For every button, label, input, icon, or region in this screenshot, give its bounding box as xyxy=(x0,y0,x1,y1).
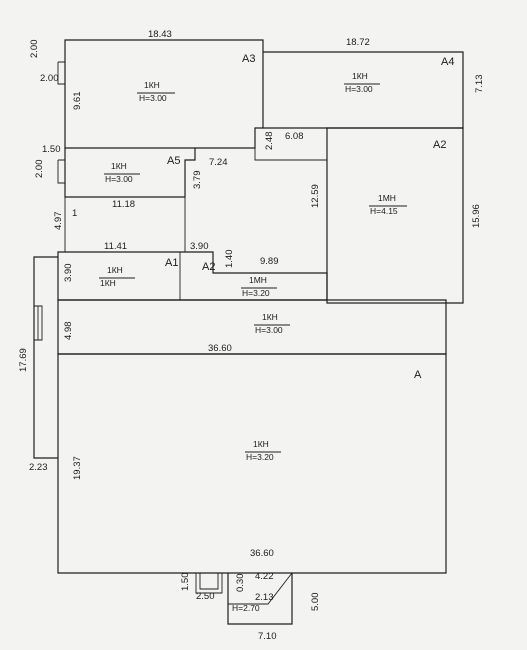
left-annex-outline xyxy=(33,256,58,459)
block-a2-right-outline xyxy=(326,127,464,304)
dim-porch-step-v: 1.50 xyxy=(180,573,191,592)
dim-mid-v: 12.59 xyxy=(310,184,321,208)
step-a5 xyxy=(57,159,65,184)
block-a1-label: A1 xyxy=(165,257,178,269)
svg-text:1КН: 1КН xyxy=(262,312,278,322)
dim-a2r-side: 15.96 xyxy=(471,204,482,228)
dim-porch-b: 4.22 xyxy=(255,571,274,582)
svg-text:1КН: 1КН xyxy=(107,265,123,275)
dim-left-total: 17.69 xyxy=(18,348,29,372)
dim-step2-w: 1.50 xyxy=(42,144,61,155)
dim-a3-gap: 6.08 xyxy=(285,131,304,142)
dim-porch-side: 5.00 xyxy=(310,593,321,612)
svg-text:1КН: 1КН xyxy=(100,278,116,288)
dim-a5-bottom: 11.18 xyxy=(112,199,135,210)
dim-a4-top: 18.72 xyxy=(346,37,370,48)
dim-mid-side: 4.98 xyxy=(63,322,74,341)
dim-a4-side: 7.13 xyxy=(474,75,485,94)
dim-step1-w: 2.00 xyxy=(40,73,59,84)
svg-text:H=3.00: H=3.00 xyxy=(345,84,373,94)
room-mark-a4: 1КН H=3.00 xyxy=(344,71,380,94)
dim-left-bottom: 2.23 xyxy=(29,462,48,473)
room-mark-a5: 1КН H=3.00 xyxy=(104,161,140,184)
porch-height: H=2.70 xyxy=(232,603,260,613)
svg-text:H=3.00: H=3.00 xyxy=(255,325,283,335)
svg-text:H=3.00: H=3.00 xyxy=(139,93,167,103)
block-a2-label: A2 xyxy=(202,261,215,273)
block-a5-outline xyxy=(64,148,196,198)
dim-a-bottom: 36.60 xyxy=(250,548,274,559)
block-a4-label: A4 xyxy=(441,56,454,68)
svg-text:H=3.20: H=3.20 xyxy=(242,288,270,298)
dim-porch-c: 2.13 xyxy=(255,592,274,603)
svg-text:1МН: 1МН xyxy=(378,193,396,203)
porch-outline xyxy=(227,573,293,625)
svg-text:1КН: 1КН xyxy=(253,439,269,449)
dim-a5-side: 3.79 xyxy=(192,171,203,190)
dim-step1-h: 2.00 xyxy=(29,40,40,59)
connector-lines xyxy=(64,148,327,252)
dim-a3-side: 9.61 xyxy=(72,92,83,111)
dim-a-side: 19.37 xyxy=(72,456,83,480)
dim-a1-top: 11.41 xyxy=(104,241,127,252)
dim-a-top: 36.60 xyxy=(208,343,232,354)
porch-step xyxy=(195,573,223,594)
dim-a3-inner: 2.48 xyxy=(264,132,275,151)
dim-a2-top: 9.89 xyxy=(260,256,279,267)
left-annex-window xyxy=(34,305,43,341)
room-mark-mid: 1КН H=3.00 xyxy=(254,312,290,335)
svg-text:1КН: 1КН xyxy=(352,71,368,81)
block-mid-outline xyxy=(57,299,447,355)
svg-text:1КН: 1КН xyxy=(144,80,160,90)
porch-diagonal xyxy=(228,572,293,605)
svg-text:H=4.15: H=4.15 xyxy=(370,206,398,216)
block-a-label: A xyxy=(414,369,422,381)
dim-a1-side: 3.90 xyxy=(63,264,74,283)
dim-left-one: 1 xyxy=(72,208,77,219)
block-a1-a2-outline xyxy=(57,251,328,301)
room-mark-a2: 1МН H=3.20 xyxy=(241,275,277,298)
dim-porch-bottom: 7.10 xyxy=(258,631,277,642)
block-a3-label: A3 xyxy=(242,53,255,65)
room-mark-a3: 1КН H=3.00 xyxy=(137,80,175,103)
room-mark-a1: 1КН 1КН xyxy=(99,265,135,288)
step-a3 xyxy=(57,61,65,85)
dim-porch-a: 0.30 xyxy=(235,574,246,593)
svg-text:H=3.00: H=3.00 xyxy=(105,174,133,184)
svg-text:1МН: 1МН xyxy=(249,275,267,285)
room-mark-a2-right: 1МН H=4.15 xyxy=(369,193,407,216)
dim-step2-h: 2.00 xyxy=(34,160,45,179)
room-mark-a: 1КН H=3.20 xyxy=(245,439,281,462)
block-a2-right-label: A2 xyxy=(433,139,446,151)
svg-text:H=3.20: H=3.20 xyxy=(246,452,274,462)
block-a5-label: A5 xyxy=(167,155,180,167)
dim-porch-step-w: 2.50 xyxy=(196,591,215,602)
dim-left-v: 4.97 xyxy=(53,212,64,231)
dim-a3-top: 18.43 xyxy=(148,29,172,40)
svg-text:1КН: 1КН xyxy=(111,161,127,171)
dim-a5-gap: 7.24 xyxy=(209,157,228,168)
dim-a2-side: 1.40 xyxy=(224,250,235,269)
dim-a1-gap: 3.90 xyxy=(190,241,209,252)
block-a-outline xyxy=(57,353,447,574)
